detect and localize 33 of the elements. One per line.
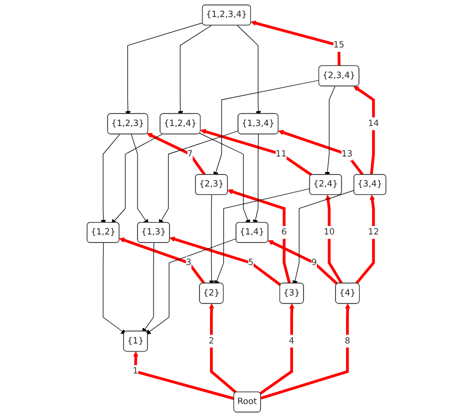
arrow xyxy=(268,240,338,285)
edge-label: 1 xyxy=(132,366,138,376)
arrow xyxy=(355,194,376,284)
edge-label: 14 xyxy=(368,118,379,128)
arrow xyxy=(170,236,282,286)
arrow xyxy=(102,242,126,334)
edge-label: 8 xyxy=(344,336,350,346)
arrow xyxy=(145,238,237,335)
arrow xyxy=(260,303,350,400)
edge-label: 15 xyxy=(333,40,344,50)
arrow xyxy=(208,303,237,394)
arrow xyxy=(146,133,206,176)
arrow xyxy=(278,130,364,176)
edge-label: 2 xyxy=(208,336,214,346)
edge-label: 13 xyxy=(341,148,352,159)
edge-label: 10 xyxy=(324,227,335,238)
edge-label: 11 xyxy=(276,148,287,159)
edge-label: 9 xyxy=(311,258,317,268)
edge-label: 4 xyxy=(288,336,294,346)
edge-label: 7 xyxy=(187,148,193,159)
arrow xyxy=(325,194,343,284)
arrow xyxy=(354,86,375,175)
arrow xyxy=(260,303,295,395)
arrow xyxy=(250,20,341,66)
arrow xyxy=(142,242,154,334)
arrow xyxy=(119,238,206,284)
edge-label: 12 xyxy=(368,227,379,238)
edge-label: 3 xyxy=(186,258,192,268)
arrow xyxy=(227,189,291,284)
arrow xyxy=(200,128,312,176)
arrow xyxy=(133,351,234,400)
edge-label: 6 xyxy=(281,227,287,238)
edge-label: 5 xyxy=(248,258,254,268)
